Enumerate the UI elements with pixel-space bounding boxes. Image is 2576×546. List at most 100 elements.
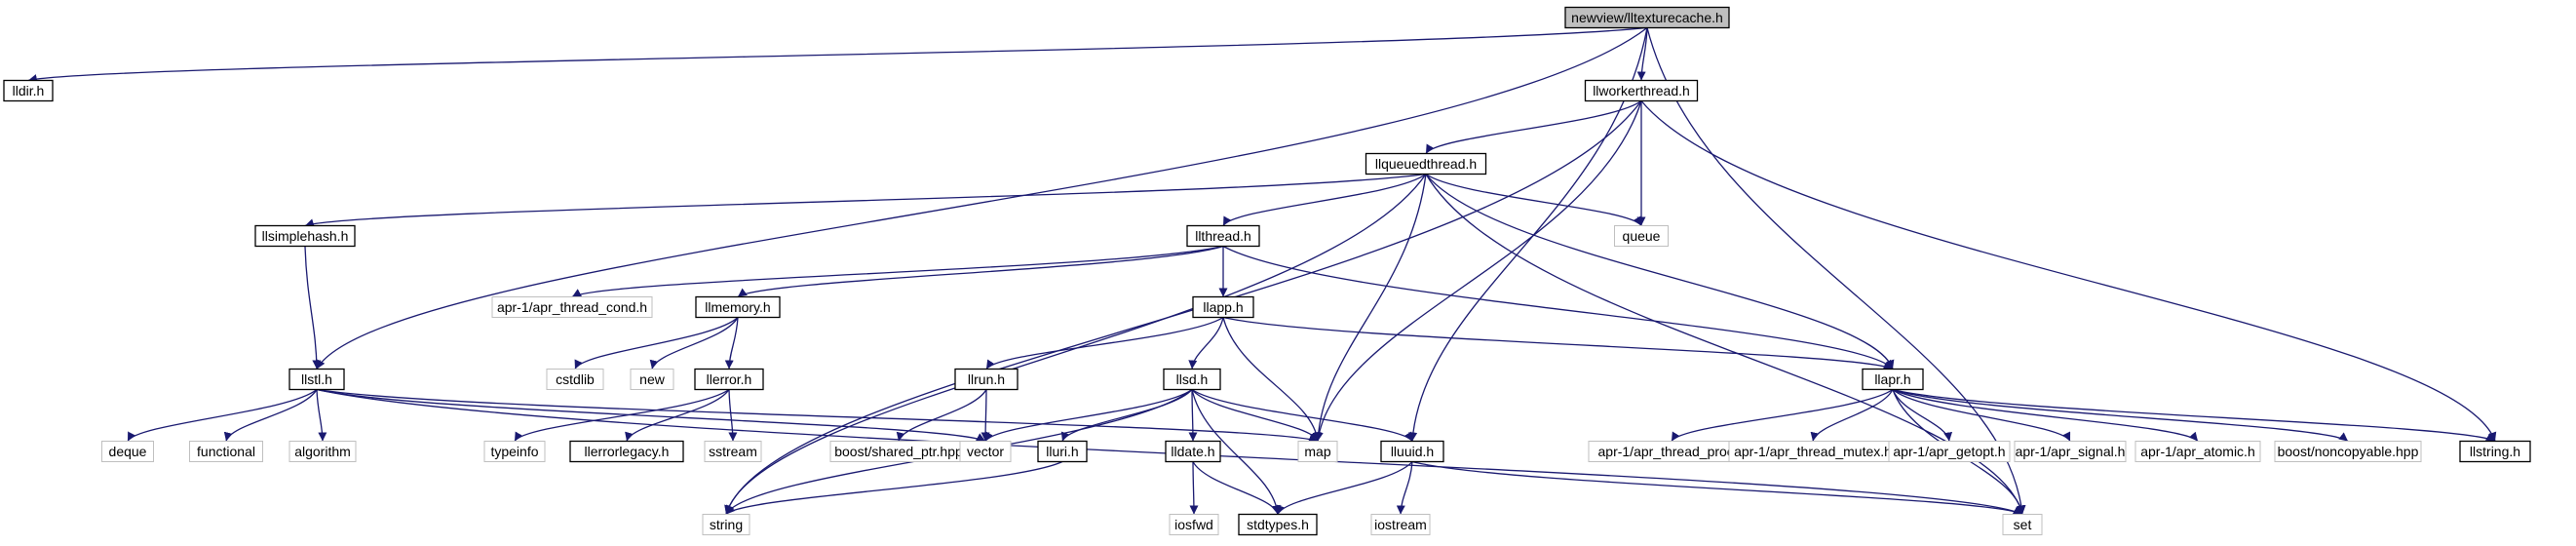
node-header-file[interactable]: llapr.h: [1862, 368, 1924, 391]
node-box: [1380, 440, 1444, 463]
node-label: lluri.h: [1046, 444, 1078, 459]
node-system-header: queue: [1614, 225, 1669, 247]
node-box: [954, 368, 1019, 391]
edge-llapp.h-to-llrun.h: [985, 316, 1224, 370]
node-header-file[interactable]: llerrorlegacy.h: [569, 440, 684, 463]
edge-llapr.h-to-apr-1/apr_atomic.h: [1892, 388, 2199, 442]
node-box: [3, 79, 54, 102]
edge-llthread.h-to-llapr.h: [1222, 245, 1894, 370]
node-header-file[interactable]: llapp.h: [1192, 295, 1254, 319]
node-header-file[interactable]: llsd.h: [1163, 368, 1221, 391]
edge-llworkerthread.h-to-llqueuedthread.h: [1425, 99, 1642, 154]
node-system-header: algorithm: [288, 441, 357, 462]
node-system-header: string: [702, 514, 750, 535]
node-label: cstdlib: [556, 371, 595, 387]
node-system-header: vector: [959, 441, 1012, 462]
node-system-header: set: [2002, 514, 2043, 535]
edge-llmemory.h-to-cstdlib: [574, 317, 739, 370]
edge-llerror.h-to-typeinfo: [514, 388, 730, 442]
node-system-header: apr-1/apr_signal.h: [2014, 441, 2127, 462]
edge-layer: [27, 26, 2497, 516]
node-focal-file: newview/lltexturecache.h: [1564, 6, 1730, 29]
node-label: functional: [197, 444, 255, 459]
node-box: [569, 440, 684, 463]
edge-llstl.h-to-set: [316, 388, 2023, 516]
node-box: [2274, 441, 2422, 462]
node-label: lldate.h: [1171, 444, 1214, 459]
node-box: [2014, 441, 2127, 462]
node-box: [483, 441, 546, 462]
node-system-header: iosfwd: [1169, 514, 1219, 535]
node-label: apr-1/apr_thread_proc.h: [1598, 444, 1746, 459]
node-label: vector: [967, 444, 1004, 459]
node-box: [491, 296, 653, 318]
node-system-header: boost/noncopyable.hpp: [2274, 441, 2422, 462]
edge-newview/lltexturecache.h-to-llworkerthread.h: [1636, 27, 1648, 81]
edge-llapr.h-to-llstring.h: [1892, 388, 2496, 443]
node-label: llapr.h: [1874, 371, 1910, 387]
node-header-file[interactable]: llerror.h: [694, 368, 764, 391]
node-box: [254, 224, 356, 248]
node-header-file[interactable]: lluri.h: [1037, 440, 1088, 463]
node-label: llerror.h: [707, 371, 752, 387]
edge-llapp.h-to-llapr.h: [1222, 316, 1894, 370]
edge-newview/lltexturecache.h-to-lldir.h: [27, 26, 1648, 83]
node-label: string: [710, 517, 743, 532]
node-system-header: deque: [101, 441, 154, 462]
node-box: [1192, 295, 1254, 319]
node-header-file[interactable]: llsimplehash.h: [254, 224, 356, 248]
edge-lldate.h-to-iosfwd: [1189, 461, 1199, 515]
node-label: algorithm: [294, 444, 351, 459]
edge-llerror.h-to-sstream: [728, 389, 738, 442]
node-system-header: apr-1/apr_thread_proc.h: [1588, 441, 1755, 462]
node-system-header: typeinfo: [483, 441, 546, 462]
node-header-file[interactable]: lldir.h: [3, 79, 54, 102]
node-box: [695, 295, 781, 319]
node-box: [1564, 6, 1730, 29]
node-system-header: apr-1/apr_thread_cond.h: [491, 296, 653, 318]
edge-llworkerthread.h-to-llstring.h: [1640, 100, 2497, 442]
node-header-file[interactable]: lluuid.h: [1380, 440, 1444, 463]
node-label: llrun.h: [968, 371, 1005, 387]
node-box: [1862, 368, 1924, 391]
node-label: set: [2014, 517, 2032, 532]
node-header-file[interactable]: llstring.h: [2459, 440, 2531, 463]
node-label: llsd.h: [1176, 371, 1209, 387]
edge-llapr.h-to-apr-1/apr_thread_proc.h: [1671, 388, 1894, 442]
edge-llsd.h-to-vector: [984, 388, 1193, 442]
node-label: lldir.h: [13, 83, 45, 98]
edge-llstl.h-to-deque: [127, 388, 318, 442]
node-label: apr-1/apr_signal.h: [2016, 444, 2126, 459]
node-label: llstring.h: [2470, 444, 2520, 459]
node-header-file[interactable]: llrun.h: [954, 368, 1019, 391]
node-box: [1297, 441, 1338, 462]
node-header-file[interactable]: llqueuedthread.h: [1365, 152, 1487, 176]
edge-llqueuedthread.h-to-string: [724, 174, 1427, 515]
edge-llstl.h-to-map: [316, 388, 1319, 443]
node-box: [2002, 514, 2043, 535]
edge-llqueuedthread.h-to-set: [1425, 174, 2025, 515]
node-system-header: iostream: [1370, 514, 1431, 535]
node-header-file[interactable]: stdtypes.h: [1238, 513, 1318, 536]
node-label: apr-1/apr_thread_cond.h: [497, 299, 647, 315]
node-box: [704, 441, 762, 462]
edge-llapr.h-to-apr-1/apr_getopt.h: [1892, 389, 1953, 442]
node-header-file[interactable]: llworkerthread.h: [1584, 79, 1699, 102]
node-layer: newview/lltexturecache.h lldir.h llworkert…: [3, 6, 2531, 536]
node-system-header: cstdlib: [546, 369, 604, 390]
node-label: new: [639, 371, 666, 387]
node-label: stdtypes.h: [1247, 517, 1309, 532]
node-header-file[interactable]: lldate.h: [1165, 440, 1221, 463]
node-header-file[interactable]: llthread.h: [1186, 224, 1260, 248]
node-label: queue: [1623, 228, 1661, 244]
node-box: [1614, 225, 1669, 247]
node-header-file[interactable]: llstl.h: [288, 368, 345, 391]
node-system-header: apr-1/apr_thread_mutex.h: [1728, 441, 1898, 462]
node-header-file[interactable]: llmemory.h: [695, 295, 781, 319]
node-label: deque: [109, 444, 147, 459]
edge-llqueuedthread.h-to-llthread.h: [1222, 173, 1427, 226]
edge-lluuid.h-to-stdtypes.h: [1276, 461, 1413, 515]
edge-llsd.h-to-lluuid.h: [1191, 388, 1413, 442]
edge-llsd.h-to-lluri.h: [1060, 389, 1193, 442]
node-box: [2459, 440, 2531, 463]
